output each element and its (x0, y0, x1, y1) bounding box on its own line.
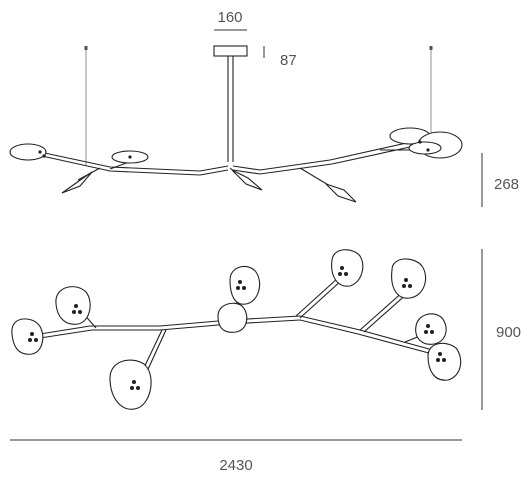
dimension-overall-width: 2430 (10, 439, 462, 474)
shade-lamp-plan-5 (217, 302, 248, 333)
ceiling-canopy (213, 45, 248, 57)
top-plan-view (11, 249, 462, 410)
plan-branch-4 (295, 277, 339, 317)
dim-label-canopy-width: 160 (217, 9, 242, 26)
shade-lamp-plan-2 (55, 286, 91, 325)
shade-lamp-plan-7 (391, 258, 427, 299)
dim-label-canopy-height: 87 (280, 52, 297, 69)
shade-lamp-plan-6 (331, 249, 364, 287)
dim-label-top-depth: 900 (496, 324, 521, 341)
plan-branch-5 (359, 289, 406, 331)
shade-lamp-plan-4 (229, 265, 261, 305)
diamond-lamp-3 (325, 183, 357, 203)
dimension-top-depth: 900 (481, 249, 521, 410)
diamond-lamp-2 (231, 169, 263, 191)
arm-left-main (39, 151, 229, 172)
shade-lamp-side-1 (9, 143, 47, 161)
dimension-canopy-height: 87 (263, 46, 297, 69)
diamond-lamp-1 (61, 171, 93, 194)
shade-lamp-plan-3 (109, 359, 152, 410)
dimension-canopy-width: 160 (214, 9, 247, 31)
side-elevation-view (9, 45, 463, 203)
arm-right-main (232, 139, 421, 171)
socket-dots (28, 266, 446, 390)
shade-lamp-plan-1 (11, 318, 44, 355)
arm-right-down (299, 167, 331, 187)
dim-label-overall-width: 2430 (219, 457, 252, 474)
dim-label-side-height: 268 (494, 176, 519, 193)
shade-lamp-plan-8 (415, 313, 447, 345)
dimension-side-height: 268 (481, 153, 519, 207)
shade-lamp-side-5 (408, 141, 442, 155)
